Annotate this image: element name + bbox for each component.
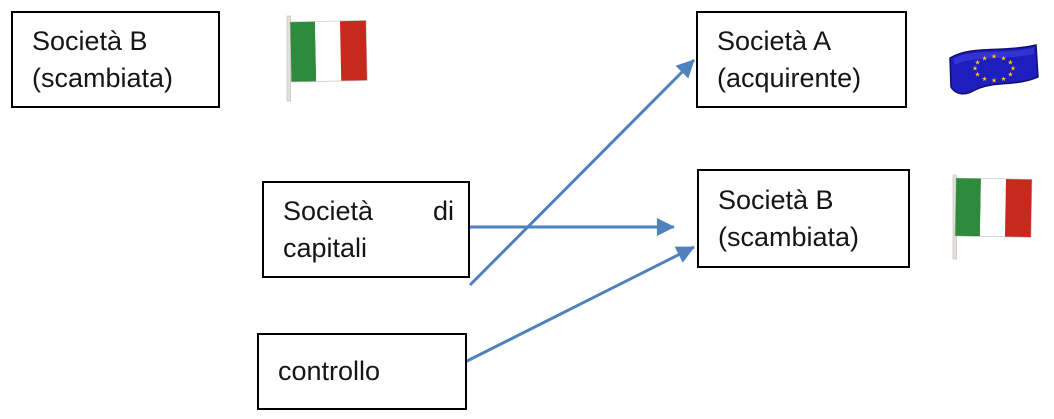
- box-line-justified: Società di: [283, 193, 454, 230]
- svg-text:★: ★: [1008, 59, 1014, 67]
- svg-text:★: ★: [1008, 71, 1014, 79]
- svg-text:★: ★: [1010, 65, 1016, 73]
- box-societa-b-scambiata-right: Società B (scambiata): [697, 169, 910, 268]
- svg-text:★: ★: [991, 53, 997, 61]
- box-societa-a-acquirente: Società A (acquirente): [696, 11, 907, 108]
- arrow-controllo-to-societa-b: [464, 245, 695, 364]
- box-line: Società B: [32, 25, 148, 56]
- box-line: controllo: [278, 356, 381, 386]
- box-line: (acquirente): [717, 62, 862, 93]
- svg-text:★: ★: [982, 75, 988, 83]
- italy-flag-top-icon: [286, 15, 368, 102]
- eu-flag-icon: ★ ★ ★ ★ ★ ★ ★ ★ ★ ★ ★ ★: [949, 44, 1039, 95]
- arrow-capitali-to-societa-a: [468, 58, 696, 287]
- box-line: (scambiata): [718, 221, 860, 252]
- box-line: (scambiata): [32, 62, 174, 93]
- svg-text:★: ★: [1001, 54, 1007, 62]
- box-line-word: Società: [283, 195, 374, 226]
- eu-stars: ★ ★ ★ ★ ★ ★ ★ ★ ★ ★ ★ ★: [972, 53, 1016, 85]
- italy-flag-cloth: [289, 20, 368, 83]
- svg-text:★: ★: [1001, 75, 1007, 83]
- italy-flag-right-icon: [952, 174, 1033, 260]
- box-line: Società B: [718, 184, 834, 215]
- svg-text:★: ★: [972, 65, 978, 73]
- box-societa-di-capitali: Società di capitali: [262, 181, 470, 278]
- svg-text:★: ★: [991, 77, 997, 85]
- box-societa-b-scambiata-left: Società B (scambiata): [11, 11, 220, 108]
- svg-text:★: ★: [975, 71, 981, 79]
- box-line: capitali: [283, 232, 368, 263]
- box-line: Società A: [717, 25, 832, 56]
- svg-text:★: ★: [982, 54, 988, 62]
- box-controllo: controllo: [257, 333, 467, 410]
- italy-flag-cloth: [954, 177, 1033, 238]
- svg-text:★: ★: [975, 59, 981, 67]
- box-line-word: di: [432, 195, 454, 226]
